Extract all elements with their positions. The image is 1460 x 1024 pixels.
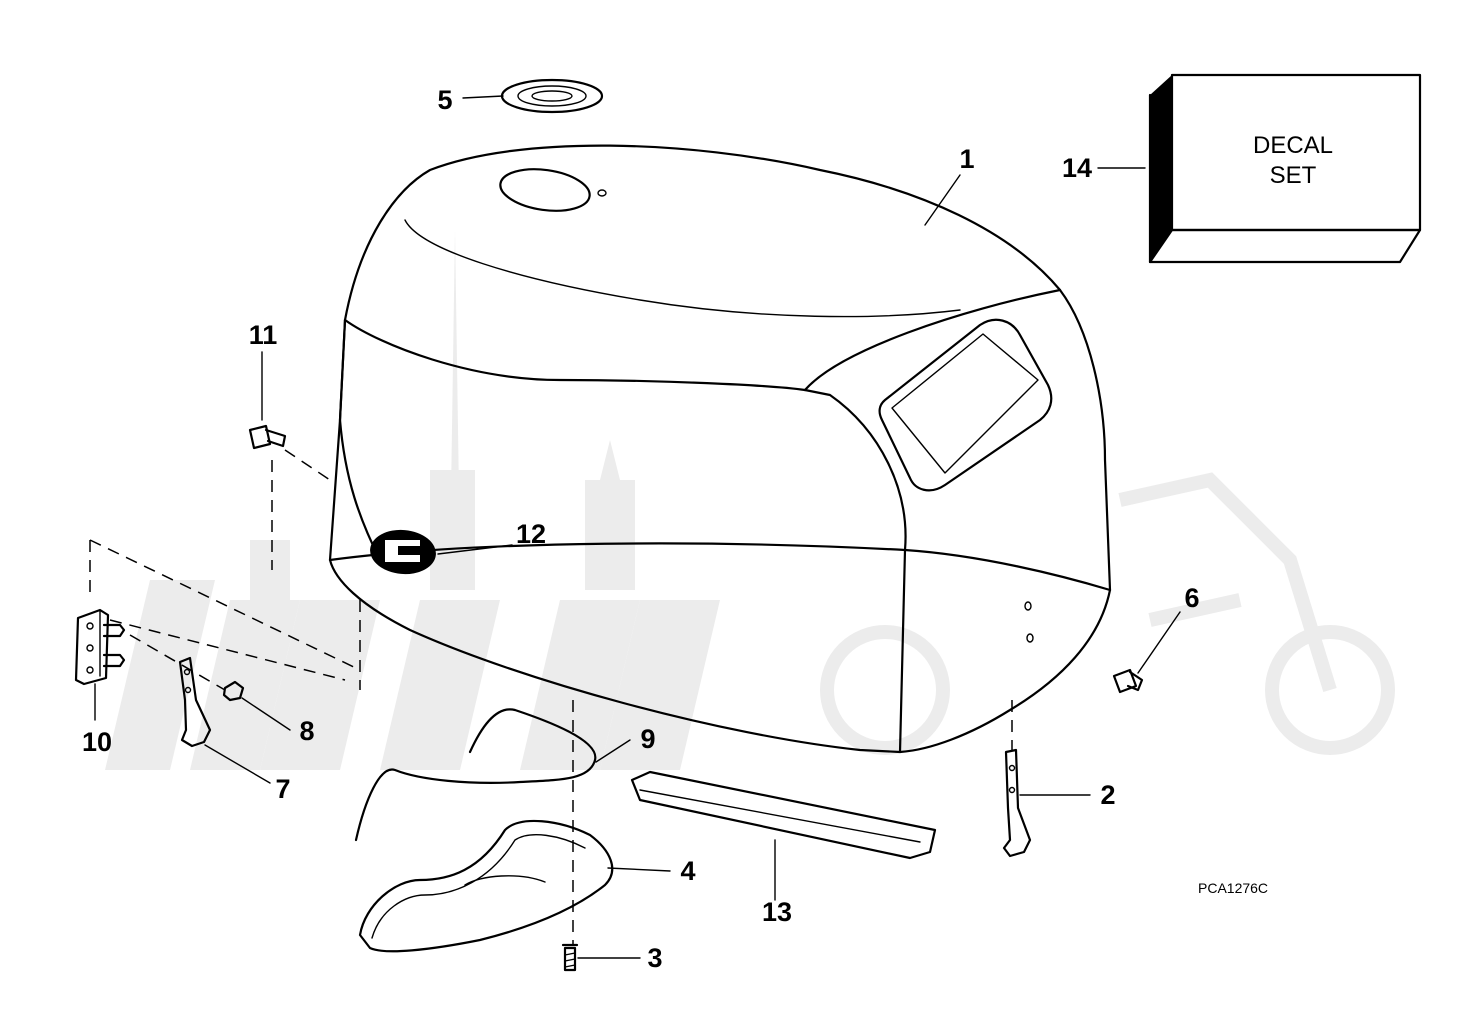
lower-cover-part-4 [358,819,614,953]
callout-3: 3 [647,943,662,973]
nut-part-8 [222,680,245,702]
callout-6: 6 [1184,583,1199,613]
reference-code: PCA1276C [1198,880,1268,896]
callout-7: 7 [275,774,290,804]
bracket-part-7 [178,656,212,748]
callout-labels: 1 2 3 4 5 6 7 8 9 10 11 12 13 14 [82,85,1200,973]
screw-part-3 [561,943,579,972]
latch-bracket-part-2 [1002,748,1032,858]
callout-10: 10 [82,727,112,757]
screw-part-11 [248,424,287,450]
seal-strip-part-13 [630,770,937,860]
callout-4: 4 [680,856,695,886]
callout-12: 12 [516,519,546,549]
decal-label-line1: DECAL [1253,132,1333,159]
callout-5: 5 [437,85,452,115]
decal-label-line2: SET [1270,162,1317,189]
cover-emblem [370,529,436,575]
hinge-plate [74,608,126,686]
assembly-lines [89,449,1013,945]
cover-cap [500,78,604,114]
cable-part-9 [354,708,597,842]
callout-1: 1 [959,144,974,174]
decal-set-box: DECAL SET [1148,73,1422,264]
callout-8: 8 [299,716,314,746]
callout-2: 2 [1100,780,1115,810]
leader-lines [94,95,1181,959]
callout-14: 14 [1062,153,1092,183]
bolt-part-6 [1112,668,1144,694]
watermark [105,230,1395,770]
callout-13: 13 [762,897,792,927]
callout-9: 9 [640,724,655,754]
callout-11: 11 [249,320,278,350]
